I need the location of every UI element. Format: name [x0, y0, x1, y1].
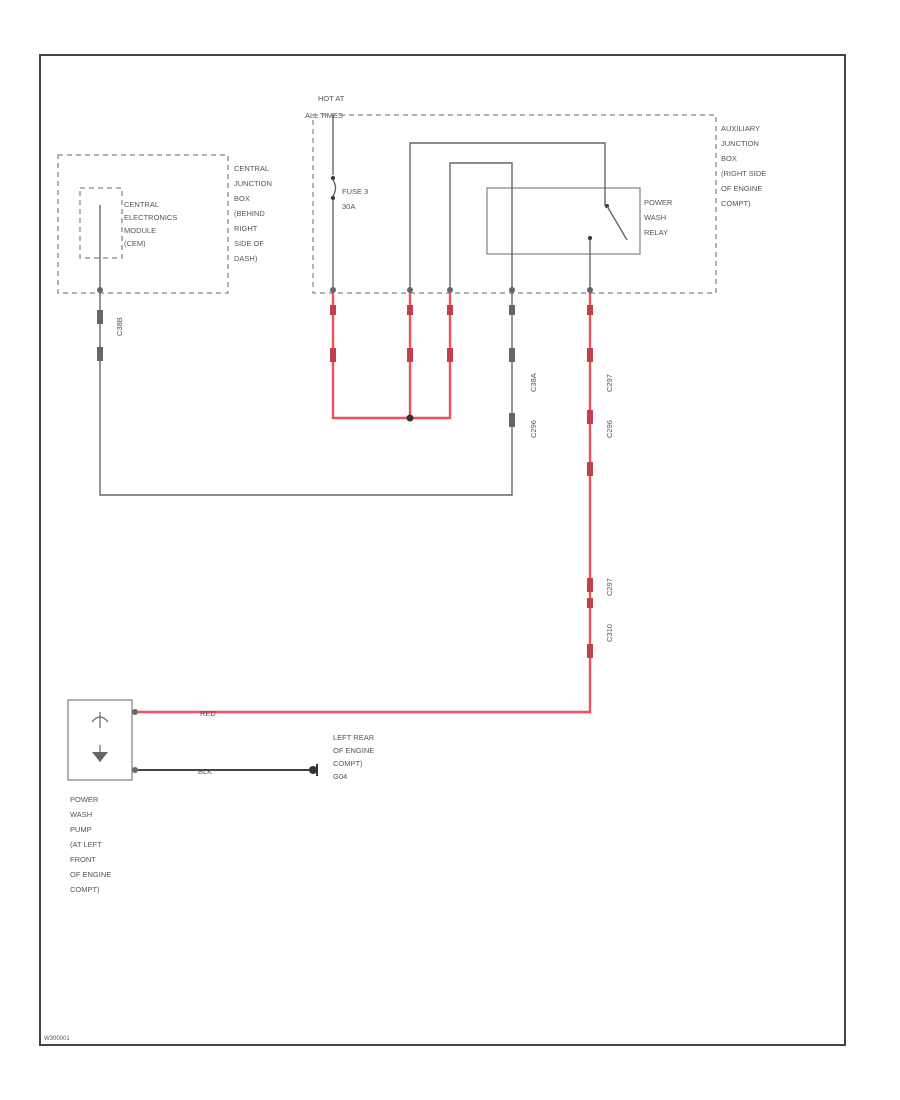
hot-at-all-times-label: HOT AT ALL TIMES — [305, 94, 345, 120]
cem-wire-connectors — [97, 310, 103, 361]
pump-label: POWER WASH PUMP (AT LEFT FRONT OF ENGINE… — [70, 795, 111, 894]
central-junction-box — [57, 154, 229, 294]
cem-line-4: (CEM) — [124, 239, 146, 248]
cem-line-3: MODULE — [124, 226, 156, 235]
red-feed-wires — [331, 293, 452, 422]
pump-feed-wire — [138, 293, 592, 714]
power-wash-relay-label: POWER WASH RELAY — [644, 198, 673, 237]
cem-line-1: CENTRAL — [124, 200, 159, 209]
cem-wire-connector-id: C38B — [115, 317, 124, 336]
ground-line-4: G04 — [333, 772, 347, 781]
aux-connector-id-1: C38A — [529, 373, 538, 392]
hot-label-line-1: HOT AT — [318, 94, 345, 103]
ground-line-2: OF ENGINE — [333, 746, 374, 755]
ground-line-1: LEFT REAR — [333, 733, 375, 742]
aux-internal-wiring — [409, 142, 606, 290]
relay-line-1: POWER — [644, 198, 673, 207]
black-wire-color-label: BLK — [198, 767, 212, 776]
cjb-line-4: (BEHIND — [234, 209, 265, 218]
cjb-line-2: JUNCTION — [234, 179, 272, 188]
central-electronics-module-label: CENTRAL ELECTRONICS MODULE (CEM) — [124, 200, 177, 248]
red-wire-color-label: RED — [200, 709, 216, 718]
pump-motor-symbol — [91, 712, 109, 762]
red-wire-connectors — [330, 305, 453, 362]
cem-line-2: ELECTRONICS — [124, 213, 177, 222]
pump-line-6: OF ENGINE — [70, 870, 111, 879]
lower-connector-id-1: C297 — [605, 578, 614, 596]
relay-switch — [588, 204, 628, 241]
ajb-line-4: (RIGHT SIDE — [721, 169, 766, 178]
aux-connector-id-4: C296 — [605, 420, 614, 438]
aux-connector-id-3: C297 — [605, 374, 614, 392]
gray-wire-connectors — [509, 305, 515, 427]
ajb-line-2: JUNCTION — [721, 139, 759, 148]
pump-feed-connectors — [587, 305, 593, 658]
ajb-line-6: COMPT) — [721, 199, 751, 208]
fuse-3: FUSE 3 30A — [331, 115, 368, 290]
pump-line-5: FRONT — [70, 855, 96, 864]
fuse-label-2: 30A — [342, 202, 355, 211]
power-wash-pump — [67, 699, 133, 781]
pump-line-4: (AT LEFT — [70, 840, 102, 849]
relay-line-3: RELAY — [644, 228, 668, 237]
cjb-line-6: SIDE OF — [234, 239, 264, 248]
aux-connector-id-2: C296 — [529, 420, 538, 438]
footer-code: W300001 — [44, 1036, 70, 1042]
ajb-line-3: BOX — [721, 154, 737, 163]
ajb-line-5: OF ENGINE — [721, 184, 762, 193]
auxiliary-junction-box — [312, 114, 717, 294]
ground-point — [309, 766, 317, 774]
pump-line-1: POWER — [70, 795, 99, 804]
pump-line-7: COMPT) — [70, 885, 100, 894]
cjb-line-5: RIGHT — [234, 224, 258, 233]
ajb-line-1: AUXILIARY — [721, 124, 760, 133]
cjb-line-7: DASH) — [234, 254, 258, 263]
pump-line-2: WASH — [70, 810, 92, 819]
relay-line-2: WASH — [644, 213, 666, 222]
lower-connector-id-2: C310 — [605, 624, 614, 642]
connector-pins — [97, 287, 593, 293]
auxiliary-junction-box-label: AUXILIARY JUNCTION BOX (RIGHT SIDE OF EN… — [721, 124, 766, 208]
cjb-line-1: CENTRAL — [234, 164, 269, 173]
central-junction-box-label: CENTRAL JUNCTION BOX (BEHIND RIGHT SIDE … — [234, 164, 272, 263]
cjb-line-3: BOX — [234, 194, 250, 203]
pump-line-3: PUMP — [70, 825, 92, 834]
diagram-frame — [39, 54, 846, 1046]
ground-label: LEFT REAR OF ENGINE COMPT) G04 — [333, 733, 375, 781]
fuse-label-1: FUSE 3 — [342, 187, 368, 196]
central-electronics-module — [79, 187, 123, 259]
ground-line-3: COMPT) — [333, 759, 363, 768]
power-wash-relay — [486, 187, 641, 255]
